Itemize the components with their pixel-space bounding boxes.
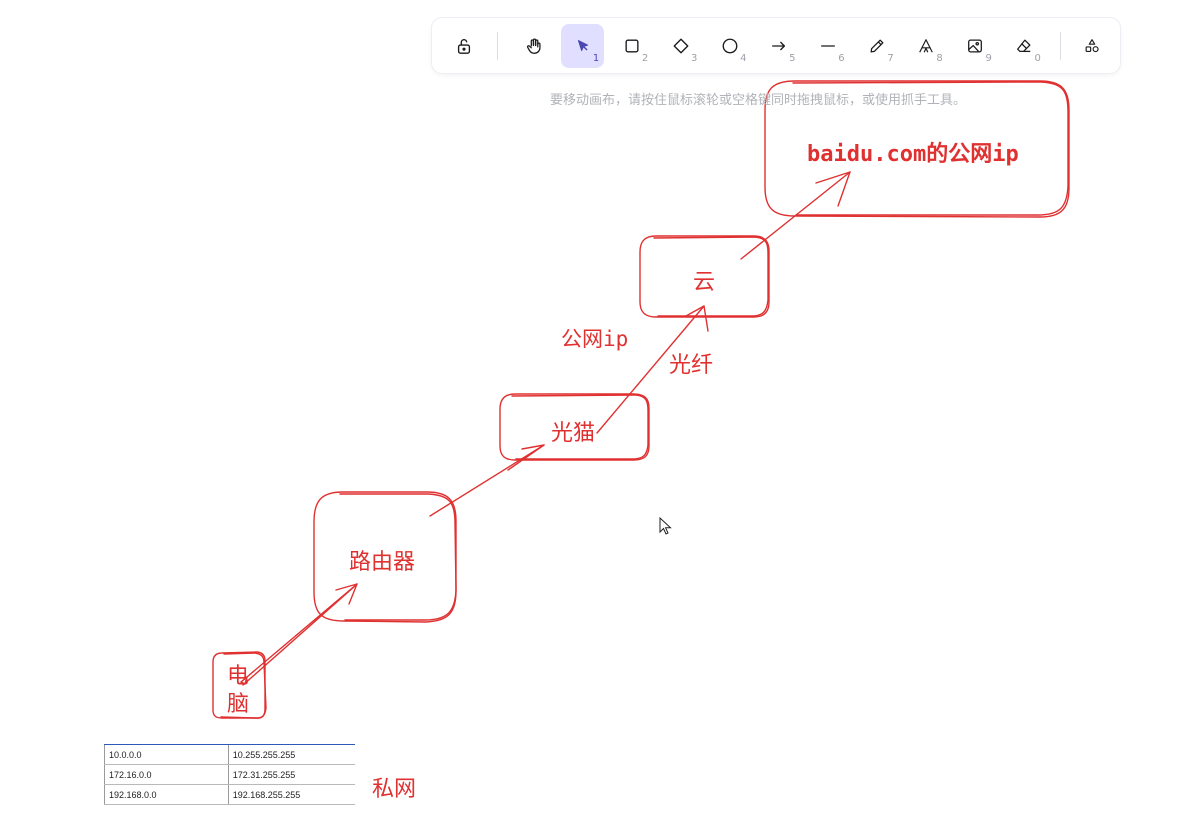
arrow-icon	[772, 41, 786, 50]
text-icon	[919, 38, 934, 53]
shortcut-key: 2	[641, 52, 649, 64]
diamond-icon	[673, 38, 689, 53]
shortcut-key: 3	[691, 52, 698, 64]
line-icon	[821, 44, 836, 47]
table-cell: 10.255.255.255	[227, 744, 355, 765]
arrow-cloud-baidu	[740, 171, 851, 260]
image-icon	[968, 39, 983, 52]
lock-button[interactable]	[442, 24, 485, 68]
public-ip-label[interactable]: 公网ip	[561, 327, 629, 351]
modem-box	[499, 393, 650, 461]
table-cell: 192.168.0.0	[104, 784, 229, 805]
router-label[interactable]: 路由器	[349, 550, 416, 575]
mouse-cursor-icon	[659, 517, 672, 535]
router-box	[313, 491, 457, 623]
private-ip-table[interactable]: 10.0.0.0 10.255.255.255 172.16.0.0 172.3…	[104, 744, 355, 805]
lock-icon	[457, 38, 470, 54]
shortcut-key: 0	[1034, 52, 1041, 64]
shortcut-key: 6	[838, 52, 845, 64]
ellipse-icon	[722, 38, 738, 53]
table-row: 10.0.0.0 10.255.255.255	[104, 744, 355, 765]
baidu-box	[764, 80, 1070, 218]
text-tool-button[interactable]: 8	[905, 24, 948, 68]
arrow-tool-button[interactable]: 5	[757, 24, 800, 68]
table-cell: 192.168.255.255	[227, 784, 355, 805]
table-row: 172.16.0.0 172.31.255.255	[104, 764, 355, 785]
select-arrow-icon	[577, 39, 588, 51]
shortcut-key: 9	[985, 52, 992, 64]
pencil-icon	[870, 39, 884, 52]
table-row: 192.168.0.0 192.168.255.255	[104, 784, 355, 805]
pencil-tool-button[interactable]: 7	[856, 24, 899, 68]
arrow-router-modem	[429, 444, 545, 517]
select-tool-button[interactable]: 1	[561, 23, 605, 68]
shortcut-key: 1	[592, 52, 600, 64]
hand-tool-button[interactable]	[512, 24, 555, 68]
shortcut-key: 4	[740, 52, 747, 64]
eraser-icon	[1017, 39, 1031, 52]
modem-label[interactable]: 光猫	[551, 421, 596, 446]
fiber-label[interactable]: 光纤	[669, 353, 714, 378]
computer-label-line2[interactable]: 脑	[227, 692, 250, 717]
rectangle-icon	[625, 38, 639, 53]
arrow-computer-router	[240, 583, 358, 686]
table-cell: 172.31.255.255	[227, 764, 355, 785]
toolbar-divider	[497, 31, 499, 60]
shapes-library-icon	[1086, 38, 1100, 52]
toolbar-divider	[1059, 31, 1061, 60]
rectangle-tool-button[interactable]: 2	[610, 24, 653, 68]
cloud-label[interactable]: 云	[693, 270, 716, 295]
arrow-modem-cloud	[596, 305, 705, 434]
eraser-tool-button[interactable]: 0	[1003, 24, 1046, 68]
hand-icon	[526, 37, 541, 54]
baidu-label[interactable]: baidu.com的公网ip	[807, 142, 1019, 167]
table-cell: 10.0.0.0	[104, 744, 229, 765]
ellipse-tool-button[interactable]: 4	[708, 24, 751, 68]
shortcut-key: 7	[887, 52, 894, 64]
diamond-tool-button[interactable]: 3	[659, 24, 702, 68]
cloud-box	[639, 235, 770, 318]
computer-label-line1[interactable]: 电	[227, 664, 250, 689]
image-tool-button[interactable]: 9	[954, 24, 997, 68]
line-tool-button[interactable]: 6	[807, 24, 850, 68]
shapes-library-button[interactable]	[1071, 24, 1114, 68]
table-cell: 172.16.0.0	[104, 764, 229, 785]
toolbar: 1 2 3 4 5	[432, 18, 1120, 73]
shortcut-key: 5	[789, 52, 796, 64]
shortcut-key: 8	[936, 52, 943, 64]
canvas-hint-text: 要移动画布，请按住鼠标滚轮或空格键同时拖拽鼠标，或使用抓手工具。	[549, 93, 966, 108]
private-net-label[interactable]: 私网	[372, 777, 417, 802]
